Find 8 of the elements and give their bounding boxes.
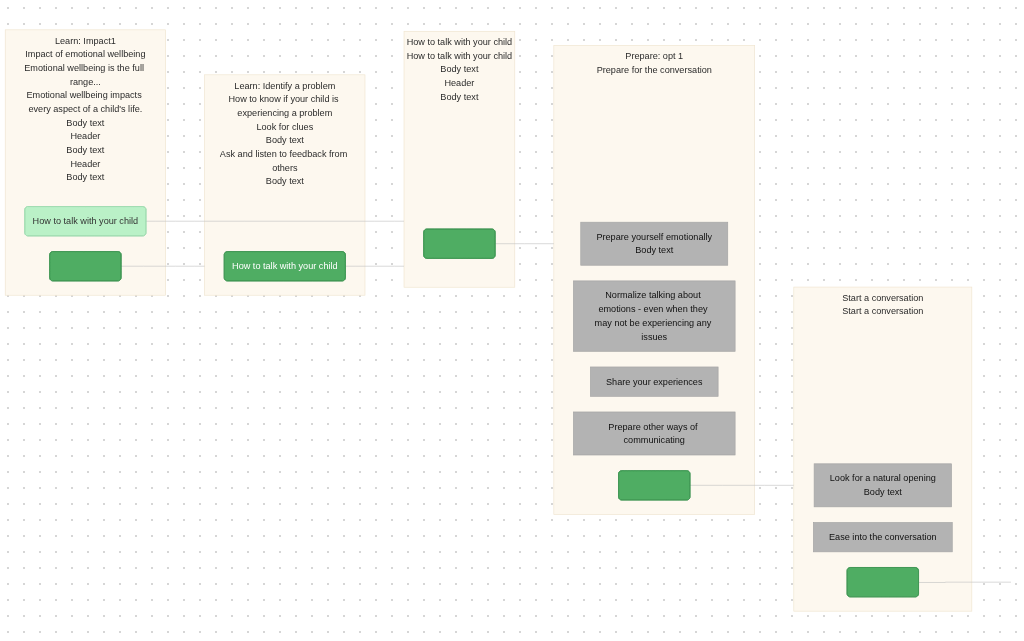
connector: [918, 581, 1012, 583]
node-box: Prepare other ways of communicating: [573, 411, 736, 456]
node-box: Share your experiences: [590, 366, 719, 397]
node-box: Ease into the conversation: [813, 522, 953, 553]
cluster: How to talk with your child How to talk with your child Body text Header Body text: [403, 30, 516, 288]
node-box: Prepare yourself emotionally Body text: [580, 221, 729, 266]
node-box: Look for a natural opening Body text: [813, 463, 952, 508]
node-box: Normalize talking about emotions - even when they may not be experiencing any issues: [573, 280, 736, 352]
